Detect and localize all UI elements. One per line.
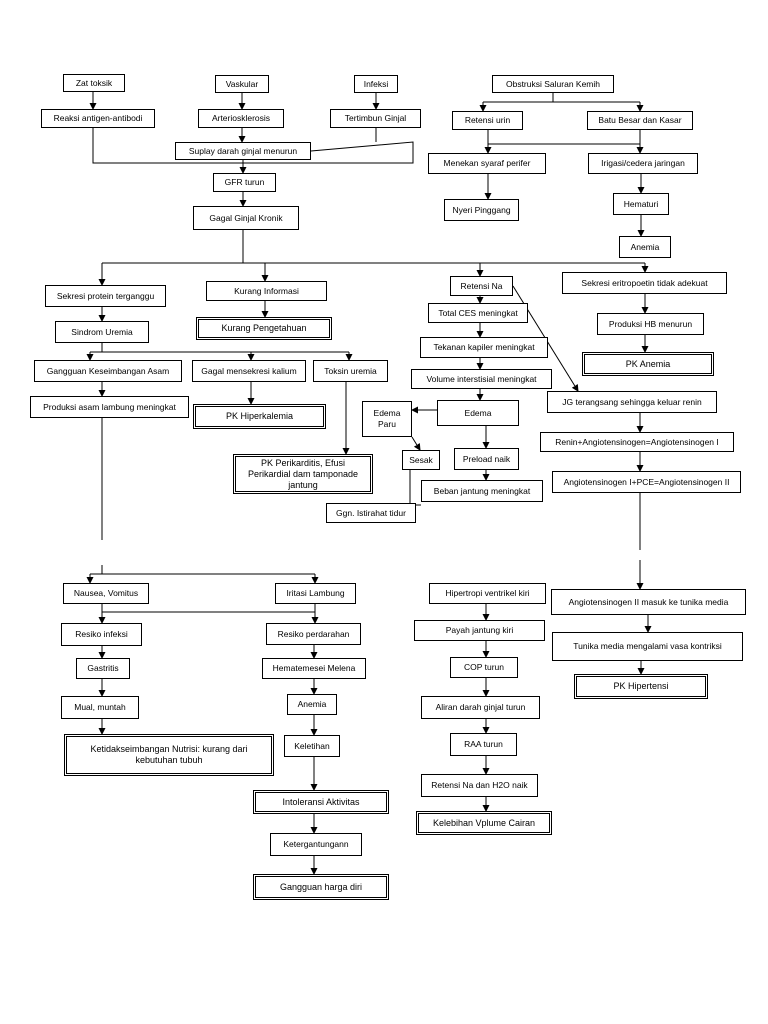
node-beban: Beban jantung meningkat	[421, 480, 543, 502]
node-resiko-perdarahan: Resiko perdarahan	[266, 623, 361, 645]
node-toksin: Toksin uremia	[313, 360, 388, 382]
line-retensi-batu-merge	[487, 130, 640, 145]
node-irigasi: Irigasi/cedera jaringan	[588, 153, 698, 174]
node-pk-gangguan-harga-diri: Gangguan harga diri	[253, 874, 389, 900]
node-retensi-urin: Retensi urin	[452, 111, 523, 130]
node-retensi-h2o: Retensi Na dan H2O naik	[421, 774, 538, 797]
node-vaskular: Vaskular	[215, 75, 269, 93]
node-gangguan-asam: Gangguan Keseimbangan Asam	[34, 360, 182, 382]
node-pk-perikarditis: PK Perikarditis, Efusi Perikardial dam t…	[233, 454, 373, 494]
node-arteriosklerosis: Arteriosklerosis	[198, 109, 284, 128]
arrow-paru-sesak	[411, 436, 421, 451]
line-reaksi-tertimbun-merge	[92, 128, 414, 164]
node-hipertropi: Hipertropi ventrikel kiri	[429, 583, 546, 604]
node-edema: Edema	[437, 400, 519, 426]
node-pk-hipertensi: PK Hipertensi	[574, 674, 708, 699]
node-tekanan-kapiler: Tekanan kapiler meningkat	[420, 337, 548, 358]
node-ggn-istirahat: Ggn. Istirahat tidur	[326, 503, 416, 523]
node-iritasi: Iritasi Lambung	[275, 583, 356, 604]
node-gastritis: Gastritis	[76, 658, 130, 679]
node-keletihan: Keletihan	[284, 735, 340, 757]
node-pk-kurang-pengetahuan: Kurang Pengetahuan	[196, 317, 332, 340]
node-angio2: Angiotensinogen II masuk ke tunika media	[551, 589, 746, 615]
node-raa: RAA turun	[450, 733, 517, 756]
node-retensi-na: Retensi Na	[450, 276, 513, 296]
node-gagal-kalium: Gagal mensekresi kalium	[192, 360, 306, 382]
node-angio1: Angiotensinogen I+PCE=Angiotensinogen II	[552, 471, 741, 493]
node-renin: Renin+Angiotensinogen=Angiotensinogen I	[540, 432, 734, 452]
node-infeksi: Infeksi	[354, 75, 398, 93]
node-resiko-infeksi: Resiko infeksi	[61, 623, 142, 646]
node-pk-ketidakseimbangan-nutrisi: Ketidakseimbangan Nutrisi: kurang dari k…	[64, 734, 274, 776]
node-reaksi-antigen: Reaksi antigen-antibodi	[41, 109, 155, 128]
node-hematemesei: Hematemesei Melena	[262, 658, 366, 679]
node-hematuri: Hematuri	[613, 193, 669, 215]
node-sekresi-protein: Sekresi protein terganggu	[45, 285, 166, 307]
node-anemia-top: Anemia	[619, 236, 671, 258]
node-gfr: GFR turun	[213, 173, 276, 192]
node-nyeri: Nyeri Pinggang	[444, 199, 519, 221]
node-zat-toksik: Zat toksik	[63, 74, 125, 92]
node-batu-besar: Batu Besar dan Kasar	[587, 111, 693, 130]
node-ketergantungan: Ketergantungann	[270, 833, 362, 856]
node-nausea: Nausea, Vomitus	[63, 583, 149, 604]
node-cop: COP turun	[450, 657, 518, 678]
node-pk-kelebihan-volume: Kelebihan Vplume Cairan	[416, 811, 552, 835]
node-jg: JG terangsang sehingga keluar renin	[547, 391, 717, 413]
node-sesak: Sesak	[402, 450, 440, 470]
node-produksi-hb: Produksi HB menurun	[597, 313, 704, 335]
node-total-ces: Total CES meningkat	[428, 303, 528, 323]
node-tertimbun: Tertimbun Ginjal	[330, 109, 421, 128]
node-edema-paru: Edema Paru	[362, 401, 412, 437]
node-tunika: Tunika media mengalami vasa kontriksi	[552, 632, 743, 661]
node-aliran: Aliran darah ginjal turun	[421, 696, 540, 719]
node-anemia-bottom: Anemia	[287, 694, 337, 715]
node-sindrom: Sindrom Uremia	[55, 321, 149, 343]
node-pk-anemia: PK Anemia	[582, 352, 714, 376]
node-obstruksi: Obstruksi Saluran Kemih	[492, 75, 614, 93]
node-pk-intoleransi: Intoleransi Aktivitas	[253, 790, 389, 814]
node-preload: Preload naik	[454, 448, 519, 470]
node-kurang-info: Kurang Informasi	[206, 281, 327, 301]
node-payah: Payah jantung kiri	[414, 620, 545, 641]
node-sekresi-eritro: Sekresi eritropoetin tidak adekuat	[562, 272, 727, 294]
node-ggk: Gagal Ginjal Kronik	[193, 206, 299, 230]
node-mual: Mual, muntah	[61, 696, 139, 719]
node-volume-inter: Volume interstisial meningkat	[411, 369, 552, 389]
node-pk-hiperkalemia: PK Hiperkalemia	[193, 404, 326, 429]
node-suplay: Suplay darah ginjal menurun	[175, 142, 311, 160]
node-menekan: Menekan syaraf perifer	[428, 153, 546, 174]
node-produksi-asam: Produksi asam lambung meningkat	[30, 396, 189, 418]
